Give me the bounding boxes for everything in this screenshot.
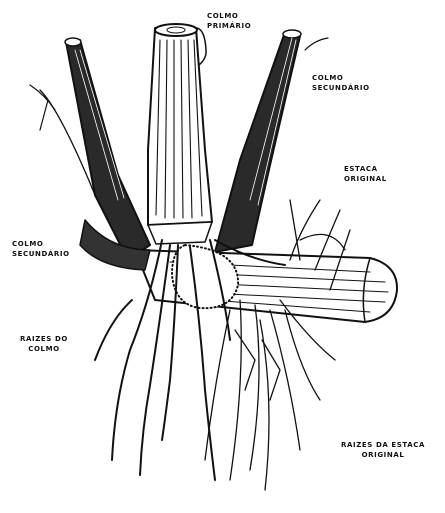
label-colmo-secundario-left-line2: SECUNDÁRIO (12, 250, 70, 258)
label-raizes-da-estaca: RAIZES DA ESTACA ORIGINAL (341, 440, 425, 460)
label-raizes-do-colmo-line2: COLMO (28, 345, 59, 353)
label-colmo-primario-line2: PRIMÁRIO (207, 22, 251, 30)
label-raizes-da-estaca-line1: RAIZES DA ESTACA (341, 441, 425, 449)
label-colmo-secundario-right-line1: COLMO (312, 74, 343, 82)
label-raizes-do-colmo-line1: RAIZES DO (20, 335, 68, 343)
label-colmo-primario: COLMO PRIMÁRIO (207, 11, 251, 31)
label-estaca-original: ESTACA ORIGINAL (344, 164, 387, 184)
label-raizes-do-colmo: RAIZES DO COLMO (20, 334, 68, 354)
label-colmo-primario-line1: COLMO (207, 12, 238, 20)
label-colmo-secundario-left: COLMO SECUNDÁRIO (12, 239, 70, 259)
label-colmo-secundario-right-line2: SECUNDÁRIO (312, 84, 370, 92)
colmo-secundario-right-stalk (215, 30, 328, 252)
label-colmo-secundario-left-line1: COLMO (12, 240, 43, 248)
label-raizes-da-estaca-line2: ORIGINAL (362, 451, 405, 459)
label-colmo-secundario-right: COLMO SECUNDÁRIO (312, 73, 370, 93)
colmo-secundario-left-stalk (30, 38, 150, 270)
colmo-primario-stalk (148, 24, 212, 244)
label-estaca-original-line2: ORIGINAL (344, 175, 387, 183)
label-estaca-original-line1: ESTACA (344, 165, 378, 173)
